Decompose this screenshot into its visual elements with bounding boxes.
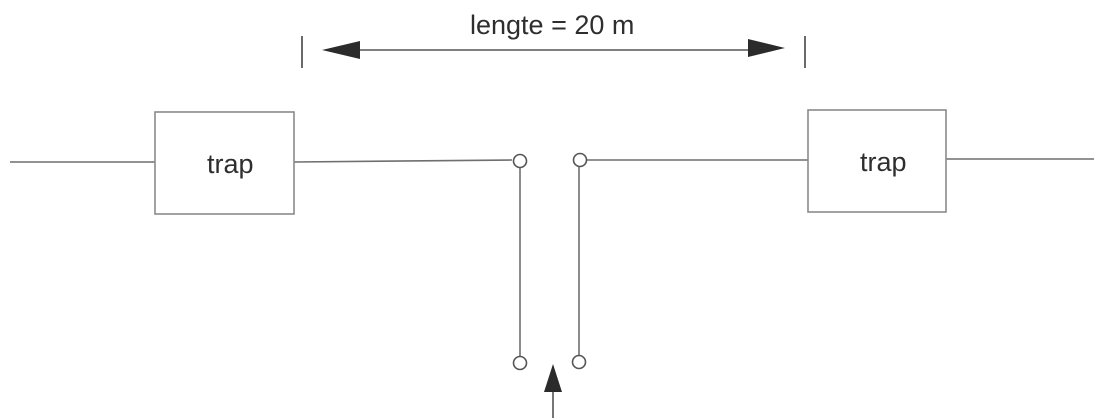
trap-label: trap — [860, 147, 907, 177]
terminal-bottom-left — [512, 355, 528, 371]
feed-line — [512, 152, 588, 371]
arrow-up-icon — [544, 364, 562, 418]
feed-arrow-head — [544, 364, 562, 392]
trap-label: trap — [207, 149, 254, 179]
terminal-bottom-right — [571, 354, 587, 370]
trap-left: trap — [154, 111, 295, 215]
arrow-right-icon — [748, 39, 785, 57]
antenna-wires — [10, 158, 1094, 163]
terminal-top-left — [512, 153, 528, 169]
trap-right: trap — [807, 109, 947, 213]
dimension-label: lengte = 20 m — [470, 10, 634, 40]
length-dimension: lengte = 20 m — [301, 10, 806, 68]
arrow-left-icon — [322, 41, 360, 59]
terminal-top-right — [572, 152, 588, 168]
trap-box — [807, 109, 947, 213]
wire-left-inner — [293, 159, 513, 163]
trap-box — [154, 111, 295, 215]
